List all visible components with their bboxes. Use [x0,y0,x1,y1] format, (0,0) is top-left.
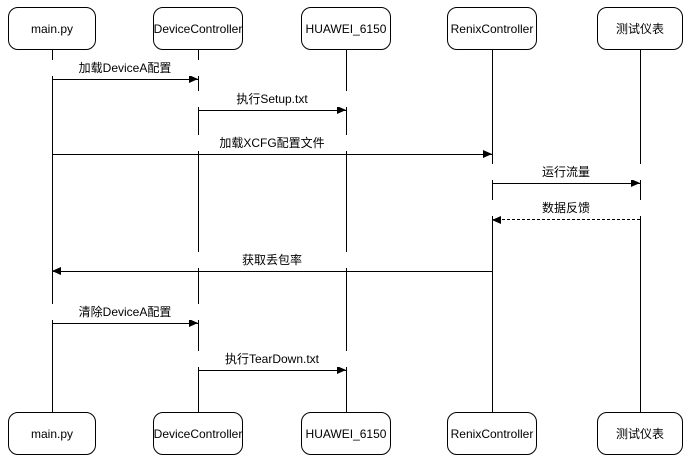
message-label-5: 数据反馈 [476,200,656,216]
arrowhead-right-icon [337,366,346,374]
arrowhead-left-icon [492,216,501,224]
message-arrow-7 [52,319,198,327]
participant-renixcontroller-top: RenixController [447,7,537,50]
participant-main-py-bottom: main.py [8,412,96,455]
participant-test-instrument-bottom: 测试仪表 [597,412,683,455]
message-arrow-5 [492,216,640,224]
message-label-2: 执行Setup.txt [182,91,362,107]
participant-label: 测试仪表 [615,22,664,36]
message-label-1: 加载DeviceA配置 [35,60,215,76]
participant-label: main.py [30,21,74,36]
participant-main-py-top: main.py [8,7,96,50]
participant-label: HUAWEI_6150 [305,426,387,441]
message-arrow-3 [52,150,492,158]
arrowhead-right-icon [483,150,492,158]
participant-label: RenixController [450,21,534,36]
message-arrow-4 [492,179,640,187]
arrowhead-right-icon [337,106,346,114]
participant-renixcontroller-bottom: RenixController [447,412,537,455]
lifeline-devicecontroller [198,50,199,412]
participant-label: 测试仪表 [615,427,664,441]
message-label-8: 执行TearDown.txt [182,351,362,367]
participant-label: main.py [30,426,74,441]
lifeline-huawei-6150 [346,50,347,412]
participant-label: RenixController [450,426,534,441]
participant-label: DeviceController [153,426,243,441]
message-label-7: 清除DeviceA配置 [35,304,215,320]
message-arrow-8 [198,366,346,374]
arrowhead-right-icon [189,319,198,327]
message-label-6: 获取丢包率 [182,252,362,268]
participant-huawei-6150-top: HUAWEI_6150 [301,7,391,50]
arrowhead-left-icon [52,267,61,275]
participant-test-instrument-top: 测试仪表 [597,7,683,50]
message-label-4: 运行流量 [476,164,656,180]
arrowhead-right-icon [189,75,198,83]
participant-label: HUAWEI_6150 [305,21,387,36]
participant-label: DeviceController [153,21,243,36]
message-arrow-6 [52,267,492,275]
arrowhead-right-icon [631,179,640,187]
lifeline-main-py [52,50,53,412]
lifeline-renixcontroller [492,50,493,412]
message-label-3: 加载XCFG配置文件 [182,135,362,151]
lifeline-test-instrument [640,50,641,412]
participant-devicecontroller-top: DeviceController [153,7,243,50]
message-arrow-2 [198,106,346,114]
participant-huawei-6150-bottom: HUAWEI_6150 [301,412,391,455]
participant-devicecontroller-bottom: DeviceController [153,412,243,455]
message-arrow-1 [52,75,198,83]
